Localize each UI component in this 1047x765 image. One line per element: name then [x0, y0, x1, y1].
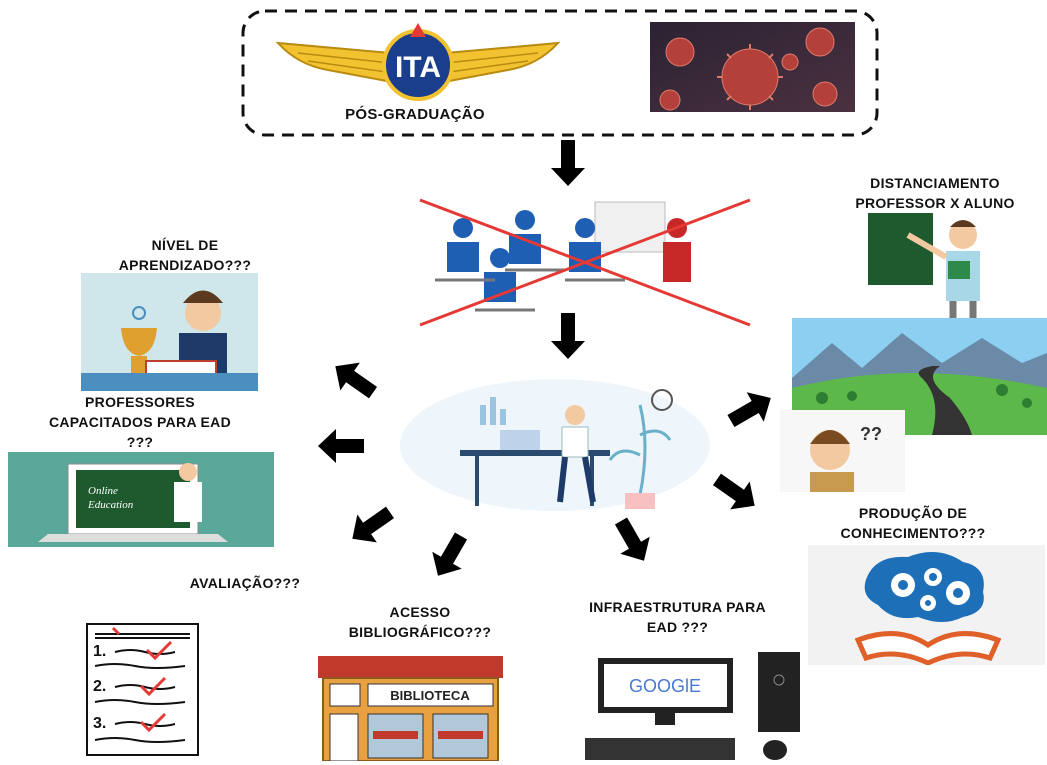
teacher-chalkboard-image	[868, 213, 980, 323]
checklist-num-1: 1.	[93, 643, 106, 660]
arrow-to-distanciamento	[722, 383, 780, 436]
checklist-num-3: 3.	[93, 715, 106, 732]
brain-gears-image	[808, 545, 1045, 665]
arrow-to-acesso	[423, 527, 476, 585]
arrow-to-nivel	[325, 352, 383, 407]
teacher-laptop-image: Online Education	[8, 452, 274, 547]
ita-logo-text: ITA	[395, 51, 441, 84]
header-dashed-box	[241, 9, 879, 137]
student-trophy-image	[81, 273, 258, 391]
arrow-to-producao	[707, 465, 765, 520]
chalkboard-text-2: Education	[87, 499, 134, 511]
library-sign: BIBLIOTECA	[390, 688, 470, 703]
checklist-num-2: 2.	[93, 678, 106, 695]
chalkboard-text-1: Online	[88, 485, 118, 497]
header-caption: PÓS-GRADUAÇÃO	[345, 106, 485, 123]
arrow-down-1	[551, 140, 585, 186]
arrow-to-professores	[318, 429, 364, 463]
desktop-computer-image: GOOGlE	[585, 652, 800, 760]
checklist-image: 1. 2. 3.	[86, 623, 199, 756]
label-avaliacao: AVALIAÇÃO???	[189, 575, 301, 591]
online-worker-image	[400, 379, 710, 511]
ita-logo: ITA	[275, 23, 561, 101]
question-marks: ??	[860, 424, 882, 444]
virus-image	[650, 22, 855, 112]
classroom-crossed-image	[419, 198, 751, 327]
search-logo: GOOGlE	[629, 676, 701, 696]
library-image: BIBLIOTECA	[318, 656, 503, 761]
thinking-boy-image: ??	[780, 410, 905, 492]
arrow-to-infra	[606, 512, 659, 570]
